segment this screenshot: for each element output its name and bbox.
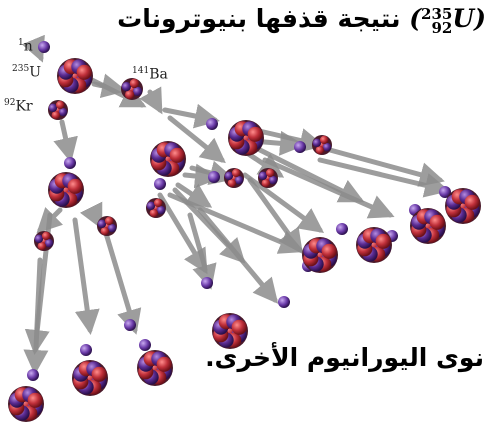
arrow: [187, 212, 217, 290]
neutron: [439, 186, 451, 198]
uranium-label: 235U: [12, 64, 41, 81]
title-text: نتيجة قذفها بنيوترونات: [117, 4, 401, 33]
arrow: [53, 119, 78, 163]
arrow: [317, 157, 450, 198]
arrow: [242, 172, 325, 233]
arrow: [197, 207, 279, 304]
nucleus: [302, 237, 338, 273]
arrow: [139, 86, 163, 115]
nucleus: [146, 198, 166, 218]
krypton-label: 92Kr: [4, 98, 33, 115]
incoming-neutron-arrow: [21, 34, 45, 63]
neutron: [336, 223, 348, 235]
arrow: [257, 147, 365, 203]
nucleus: [410, 208, 446, 244]
arrow: [252, 127, 325, 153]
nucleus: [137, 350, 173, 386]
neutron: [80, 344, 92, 356]
element-symbol: U: [452, 4, 475, 33]
arrow: [102, 227, 142, 335]
nucleus: [356, 227, 392, 263]
uranium-nucleus: [57, 58, 93, 94]
arrow: [23, 257, 49, 375]
arrow: [162, 103, 220, 129]
nucleus: [212, 313, 248, 349]
nucleus: [34, 231, 54, 251]
neutron: [38, 41, 50, 53]
nucleus: [150, 141, 186, 177]
particles: [8, 41, 481, 422]
neutron: [206, 118, 218, 130]
neutron: [201, 277, 213, 289]
arrow: [89, 77, 147, 108]
arrows: [21, 34, 450, 375]
arrow: [247, 177, 303, 255]
neutron-label: 1n: [18, 38, 33, 55]
atomic-number: 92: [431, 18, 453, 37]
nucleus: [312, 135, 332, 155]
neutron: [154, 178, 166, 190]
arrow: [327, 147, 445, 187]
mass-number: 235: [421, 4, 453, 23]
krypton-nucleus: [48, 100, 68, 120]
neutron: [64, 157, 76, 169]
neutron: [27, 369, 39, 381]
nucleus: [445, 188, 481, 224]
nucleus: [97, 216, 117, 236]
neutron: [294, 141, 306, 153]
neutron: [124, 319, 136, 331]
arrow: [157, 192, 208, 275]
nucleus: [48, 172, 84, 208]
neutron: [278, 296, 290, 308]
nucleus: [72, 360, 108, 396]
nucleus: [258, 168, 278, 188]
neutron: [139, 339, 151, 351]
arrow: [175, 182, 213, 208]
arrow: [167, 115, 226, 164]
neutron: [208, 171, 220, 183]
arrow: [72, 217, 100, 335]
nucleus: [228, 120, 264, 156]
arrow: [262, 157, 395, 219]
barium-label: 141Ba: [132, 66, 168, 83]
nucleus: [8, 386, 44, 422]
caption-text: نوى اليورانيوم الأخرى.: [205, 343, 484, 372]
nucleus: [224, 168, 244, 188]
barium-nucleus: [121, 78, 143, 100]
